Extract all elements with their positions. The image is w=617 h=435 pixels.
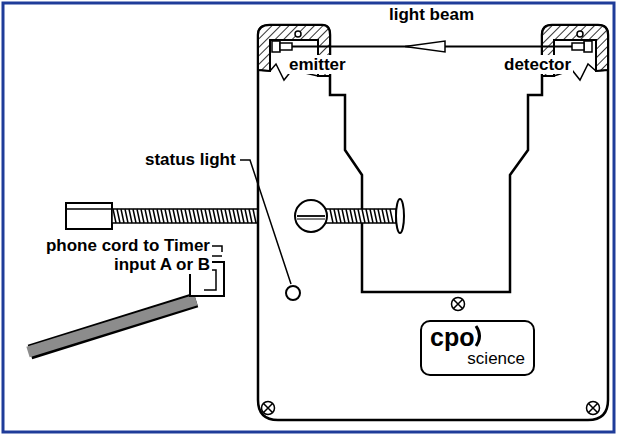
logo-text: cpo: [430, 324, 474, 350]
part-label: light beam: [387, 5, 476, 24]
logo-arc: [474, 324, 484, 348]
screw-head: [262, 298, 600, 415]
clamp-screw: [295, 199, 404, 233]
leader-line: [240, 160, 291, 284]
detector-symbol: [572, 31, 592, 52]
part-label: status light: [143, 150, 238, 169]
emitter-symbol: [272, 31, 301, 52]
light-beam-line: [292, 41, 572, 52]
frame: [3, 3, 614, 432]
part-label: detector: [502, 55, 573, 74]
part-label: phone cord to Timer input A or B: [30, 236, 212, 274]
clamp-screw: [66, 203, 260, 229]
logo-subtext: science: [430, 350, 525, 368]
logo-box: cposcience: [420, 320, 535, 376]
cord: [28, 300, 196, 352]
photogate-body: [258, 25, 608, 420]
part-label: emitter: [287, 55, 348, 74]
status-led: [286, 286, 300, 300]
